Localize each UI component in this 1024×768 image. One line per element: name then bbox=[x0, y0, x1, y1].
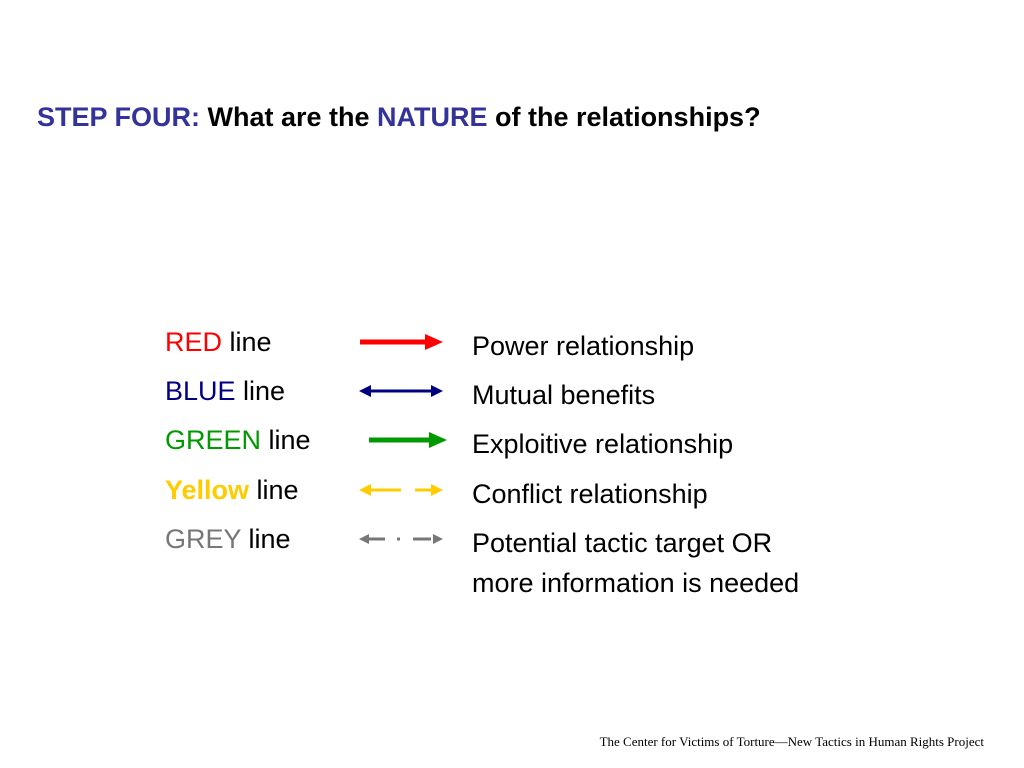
title-highlight: NATURE bbox=[377, 102, 488, 132]
line-suffix: line bbox=[241, 524, 291, 554]
legend-row-blue: BLUE line Mutual benefits bbox=[0, 375, 1024, 425]
green-arrow-icon bbox=[369, 432, 447, 448]
legend-label-red: RED line bbox=[165, 326, 272, 358]
line-suffix: line bbox=[249, 475, 299, 505]
legend-row-red: RED line Power relationship bbox=[0, 326, 1024, 376]
desc-line: Mutual benefits bbox=[472, 380, 656, 410]
footer-credit: The Center for Victims of Torture—New Ta… bbox=[599, 734, 984, 749]
legend-desc-grey: Potential tactic target OR more informat… bbox=[472, 523, 799, 603]
legend-label-green: GREEN line bbox=[165, 424, 311, 456]
color-word-green: GREEN bbox=[165, 425, 262, 455]
desc-line: more information is needed bbox=[472, 568, 800, 598]
color-word-yellow: Yellow bbox=[165, 475, 250, 505]
desc-line: Potential tactic target OR bbox=[472, 528, 773, 558]
color-word-blue: BLUE bbox=[165, 376, 236, 406]
blue-double-arrow-icon bbox=[359, 385, 443, 397]
legend-label-yellow: Yellow line bbox=[165, 474, 299, 506]
legend-row-grey: GREY line Potential tactic target OR mor… bbox=[0, 523, 1024, 598]
legend-row-yellow: Yellow line Conflict relationship bbox=[0, 474, 1024, 524]
legend-desc-yellow: Conflict relationship bbox=[472, 474, 708, 514]
legend-desc-blue: Mutual benefits bbox=[472, 375, 655, 415]
title-prefix: STEP FOUR: bbox=[37, 102, 201, 132]
slide-title: STEP FOUR: What are the NATURE of the re… bbox=[37, 102, 761, 133]
legend-desc-green: Exploitive relationship bbox=[472, 424, 733, 464]
title-part-1: What are the bbox=[200, 102, 378, 132]
desc-line: Conflict relationship bbox=[472, 479, 708, 509]
legend-row-green: GREEN line Exploitive relationship bbox=[0, 424, 1024, 474]
line-suffix: line bbox=[222, 327, 272, 357]
grey-dashed-arrow-icon bbox=[359, 534, 443, 544]
legend-label-grey: GREY line bbox=[165, 523, 291, 555]
line-suffix: line bbox=[235, 376, 286, 406]
red-arrow-icon bbox=[360, 334, 443, 350]
color-word-grey: GREY bbox=[165, 524, 242, 554]
color-word-red: RED bbox=[165, 327, 223, 357]
legend-desc-red: Power relationship bbox=[472, 326, 694, 366]
yellow-opposing-arrows-icon bbox=[359, 484, 443, 496]
line-suffix: line bbox=[261, 425, 311, 455]
legend-label-blue: BLUE line bbox=[165, 375, 285, 407]
desc-line: Exploitive relationship bbox=[472, 429, 734, 459]
desc-line: Power relationship bbox=[472, 331, 695, 361]
title-part-2: of the relationships? bbox=[487, 102, 761, 132]
